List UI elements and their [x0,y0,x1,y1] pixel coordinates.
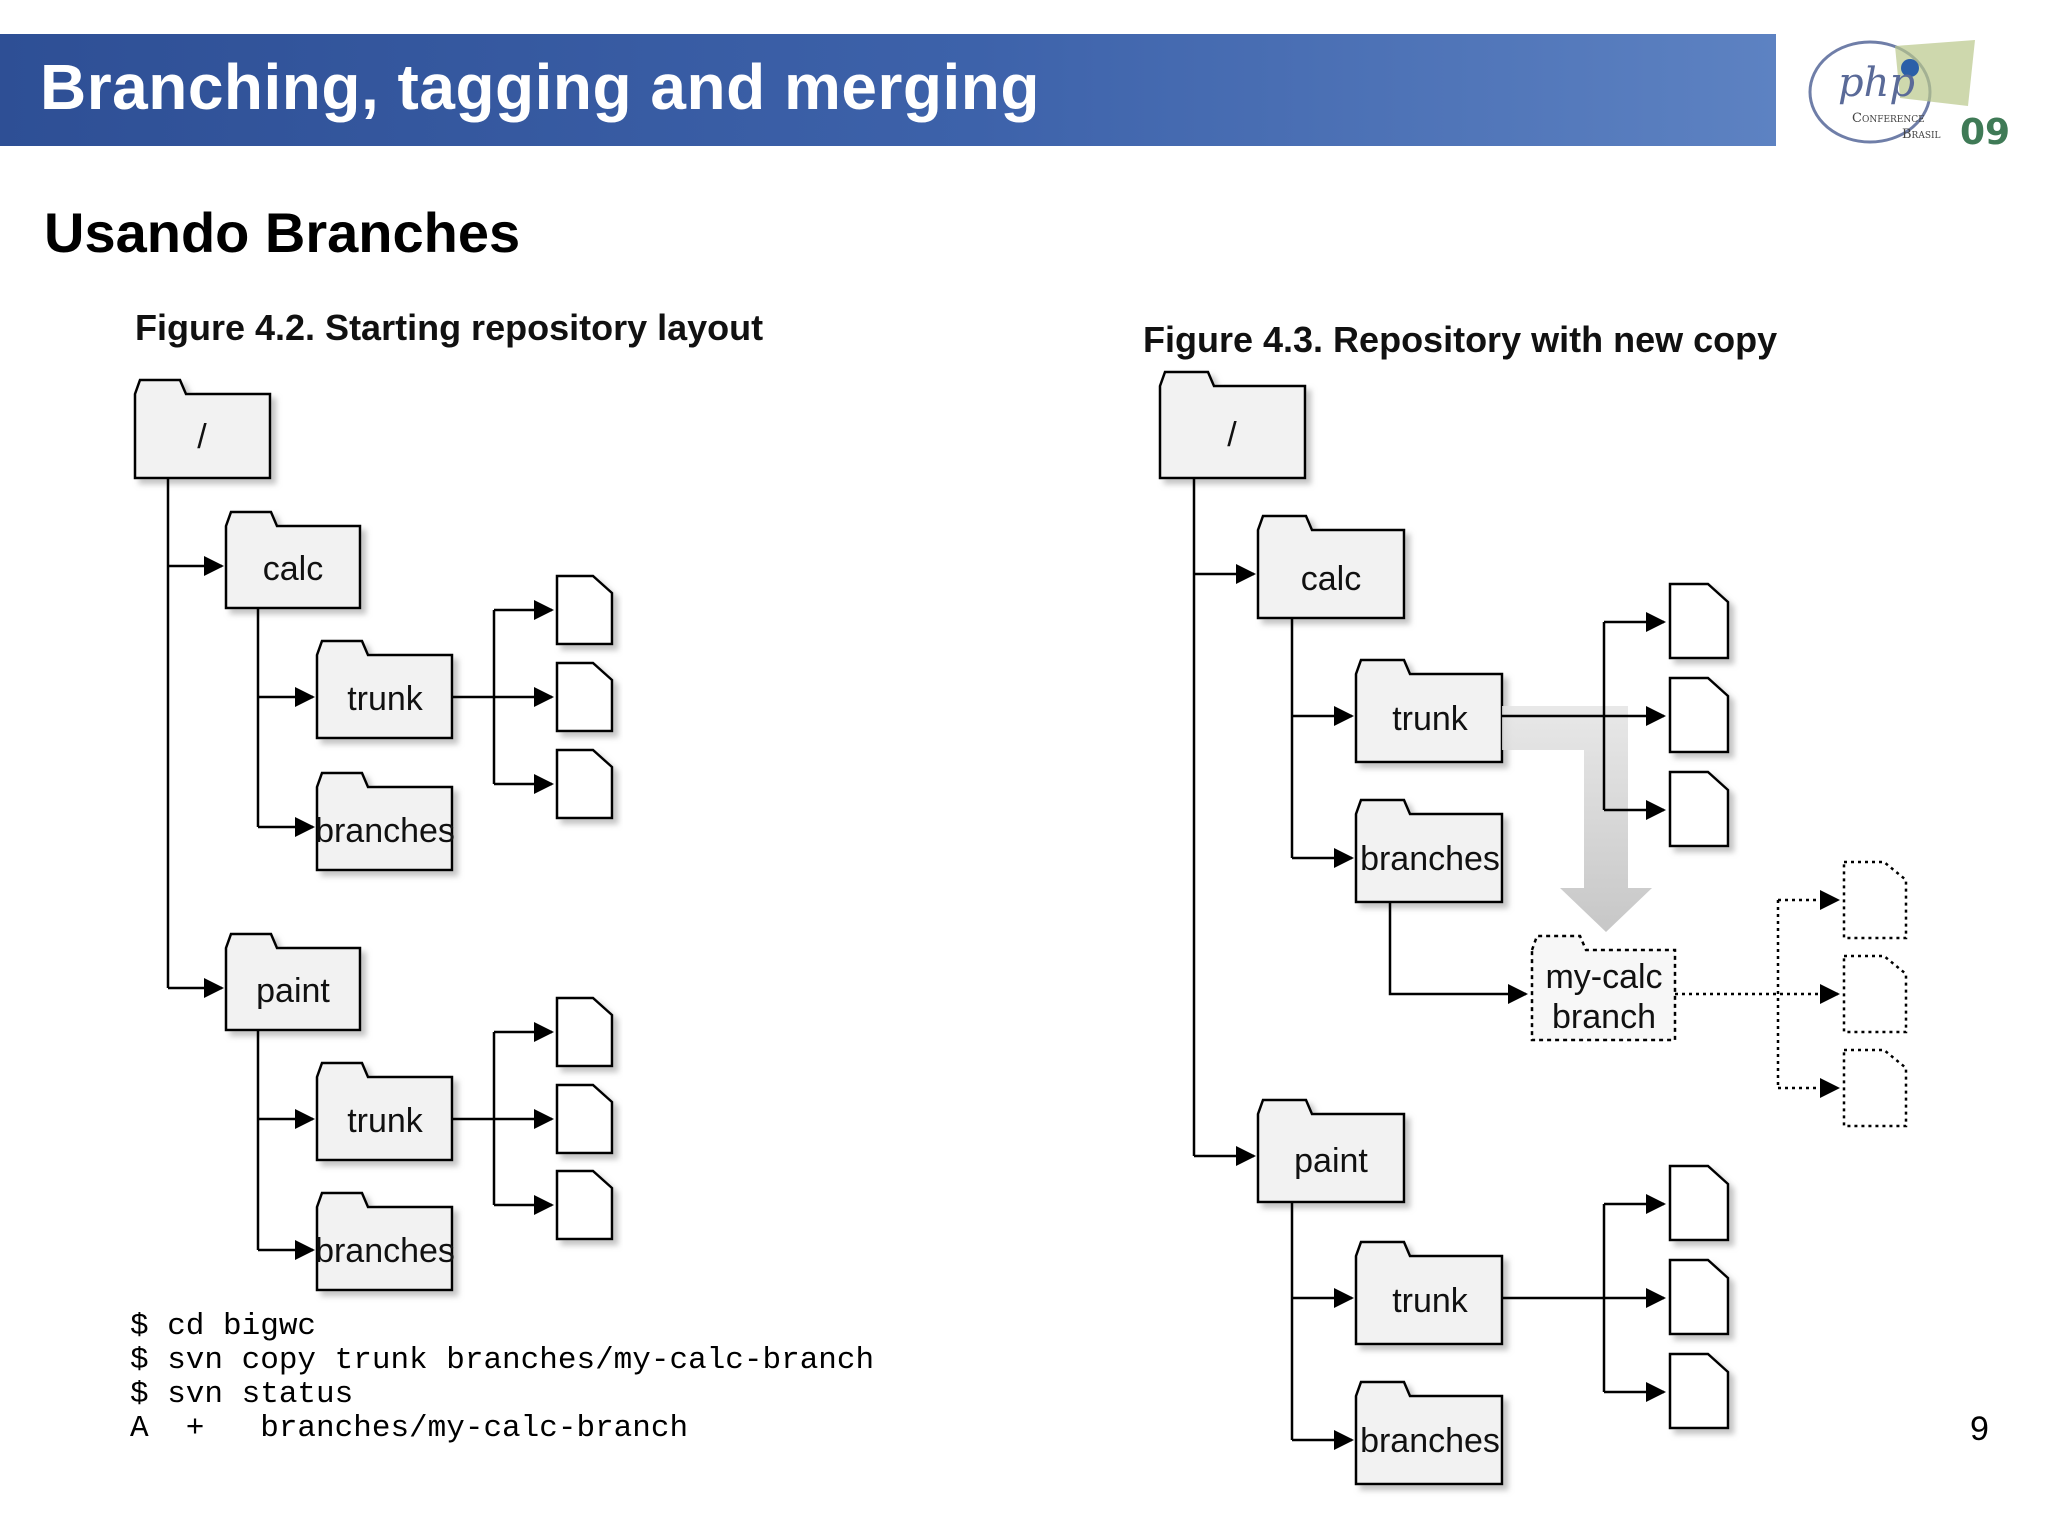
file-icon [1842,1048,1908,1128]
folder-calc-left [224,510,362,610]
folder-label-calc-right: calc [1301,560,1361,598]
folder-label-paint-branches-right: branches [1360,1422,1500,1460]
folder-root-right [1158,370,1307,480]
file-icon [555,574,614,646]
logo-brand: php [1838,60,1915,106]
file-icon [1842,954,1908,1034]
header-bar: Branching, tagging and merging [0,34,1776,146]
folder-label-my-calc-line1: my-calc [1545,958,1662,996]
folder-paint-right [1256,1098,1406,1204]
logo-line2: Brasil [1902,127,1941,142]
folder-label-paint-trunk-right: trunk [1392,1282,1469,1320]
svn-command-code: $ cd bigwc $ svn copy trunk branches/my-… [130,1309,875,1446]
file-icon [1668,582,1730,660]
folder-label-my-calc-line2: branch [1552,998,1656,1036]
folder-paint-left [224,932,362,1032]
file-icon [555,1169,614,1241]
folder-label-paint-branches-left: branches [315,1232,455,1270]
files-right [1668,582,1730,1430]
folder-label-calc-left: calc [263,550,323,588]
folder-calc-trunk-right [1354,658,1504,764]
copy-arrow [1502,706,1652,932]
connectors-right [1192,478,1666,1450]
folder-label-calc-trunk-right: trunk [1392,700,1469,738]
file-icon [1668,1352,1730,1430]
connectors-left [166,478,554,1260]
folder-calc-right [1256,514,1406,620]
file-icon [1668,770,1730,848]
file-icon [1842,860,1908,940]
connectors-my-calc-dotted [1675,890,1840,1098]
folder-paint-branches-right [1354,1380,1504,1486]
folder-my-calc-branch [1530,934,1677,1042]
file-icon [1668,1258,1730,1336]
php-conference-logo: php Conference Brasil 09 [1808,40,2010,153]
folder-label-calc-trunk-left: trunk [347,680,424,718]
file-icon [1668,1164,1730,1242]
folder-label-root-left: / [197,418,207,456]
folder-label-paint-right: paint [1294,1142,1368,1180]
folder-label-paint-trunk-left: trunk [347,1102,424,1140]
logo-year: 09 [1960,112,2010,153]
folder-paint-trunk-left [315,1061,454,1162]
logo-line1: Conference [1852,111,1925,126]
folder-paint-trunk-right [1354,1240,1504,1346]
folder-paint-branches-left [315,1191,454,1292]
folder-label-paint-left: paint [256,972,330,1010]
folder-label-calc-branches-right: branches [1360,840,1500,878]
file-icon [555,1083,614,1155]
files-my-calc-dashed [1842,860,1908,1128]
file-icon [555,748,614,820]
folder-calc-trunk-left [315,639,454,740]
file-icon [555,996,614,1068]
figure-left-title: Figure 4.2. Starting repository layout [135,307,763,348]
folder-root-left [133,378,272,480]
figure-right-title: Figure 4.3. Repository with new copy [1143,319,1777,360]
file-icon [555,661,614,733]
file-icon [1668,676,1730,754]
folder-calc-branches-right [1354,798,1504,904]
folder-label-root-right: / [1227,416,1237,454]
files-left [555,574,614,1241]
section-subtitle: Usando Branches [44,201,521,264]
folder-calc-branches-left [315,771,454,872]
slide-title: Branching, tagging and merging [40,51,1040,123]
page-number: 9 [1970,1410,1989,1448]
folder-label-calc-branches-left: branches [315,812,455,850]
